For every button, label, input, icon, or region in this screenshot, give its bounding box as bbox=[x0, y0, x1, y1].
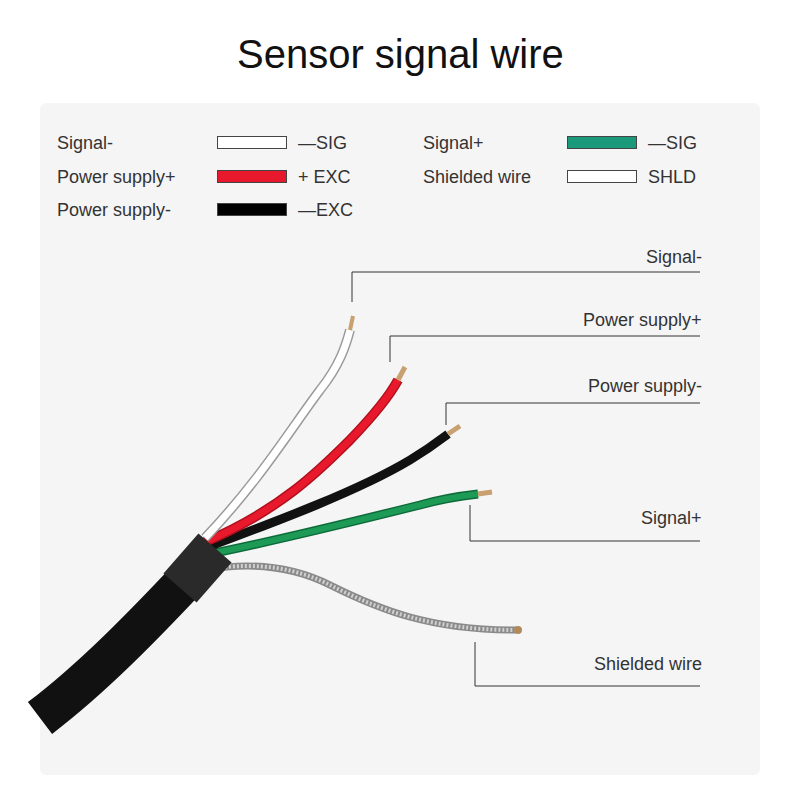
legend-swatch bbox=[217, 203, 287, 216]
legend-swatch bbox=[217, 170, 287, 183]
signal-code: + EXC bbox=[298, 166, 351, 188]
signal-code: —SIG bbox=[298, 132, 347, 154]
wire-callout: Signal+ bbox=[641, 507, 702, 529]
signal-code: —EXC bbox=[298, 199, 353, 221]
diagram-title: Sensor signal wire bbox=[237, 30, 564, 78]
wire-callout: Signal- bbox=[646, 246, 702, 268]
signal-code: —SIG bbox=[648, 132, 697, 154]
wire-callout: Power supply- bbox=[588, 375, 702, 397]
wire-callout: Power supply+ bbox=[583, 309, 702, 331]
legend-swatch bbox=[567, 136, 637, 149]
legend-text: Signal+ bbox=[423, 132, 484, 154]
legend-text: Signal- bbox=[57, 132, 113, 154]
legend-swatch bbox=[567, 170, 637, 183]
legend-swatch bbox=[217, 136, 287, 149]
signal-code: SHLD bbox=[648, 166, 696, 188]
legend-text: Power supply- bbox=[57, 199, 171, 221]
legend-text: Shielded wire bbox=[423, 166, 531, 188]
wire-callout: Shielded wire bbox=[594, 653, 702, 675]
legend-text: Power supply+ bbox=[57, 166, 176, 188]
